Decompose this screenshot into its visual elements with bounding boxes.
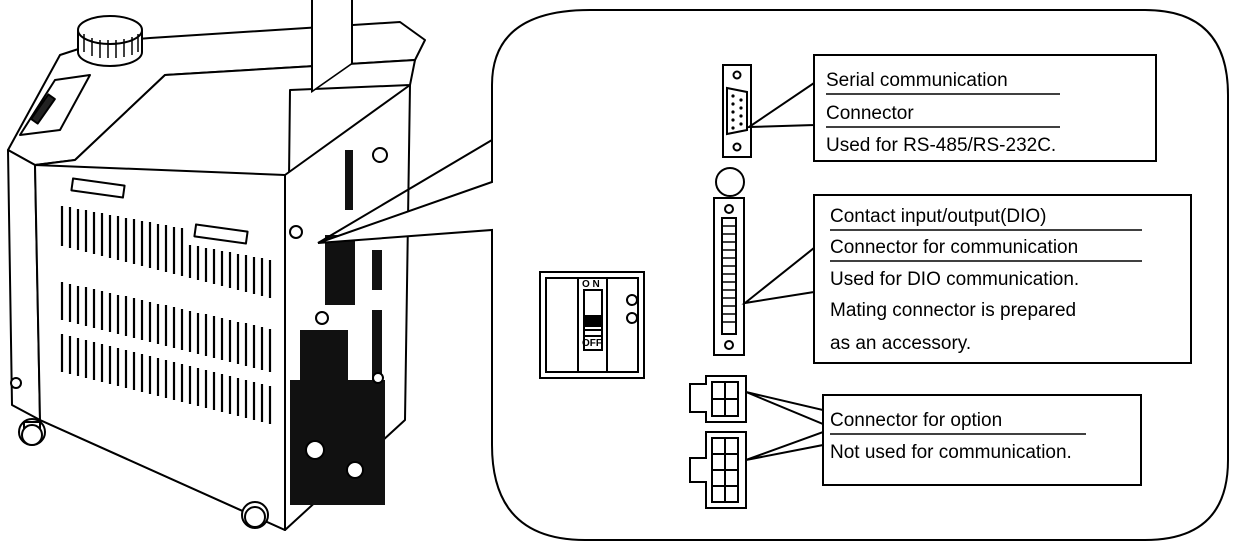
round-indicator xyxy=(715,167,745,197)
option-connector-large xyxy=(689,431,747,509)
option-title: Connector for option xyxy=(830,410,1002,431)
dio-title-line2: Connector for communication xyxy=(830,237,1078,258)
serial-title-line2: Connector xyxy=(826,103,914,124)
serial-callout-box xyxy=(813,54,1157,162)
dio-callout-box xyxy=(813,194,1192,364)
switch-on-label: O N xyxy=(582,279,600,290)
serial-description: Used for RS-485/RS-232C. xyxy=(826,135,1056,156)
option-description: Not used for communication. xyxy=(830,442,1072,463)
dio-terminal-connector xyxy=(713,197,745,356)
dio-title-line1: Contact input/output(DIO) xyxy=(830,206,1047,227)
dio-description-line1: Used for DIO communication. xyxy=(830,269,1079,290)
switch-off-label: OFF xyxy=(582,338,602,349)
power-switch-panel xyxy=(539,271,645,379)
option-callout-box xyxy=(822,394,1142,486)
dio-description-line3: as an accessory. xyxy=(830,333,971,354)
option-connector-small xyxy=(689,375,747,423)
equipment-unit xyxy=(7,0,426,531)
serial-dsub-connector xyxy=(722,64,752,158)
dio-description-line2: Mating connector is prepared xyxy=(830,300,1076,321)
serial-title-line1: Serial communication xyxy=(826,70,1008,91)
